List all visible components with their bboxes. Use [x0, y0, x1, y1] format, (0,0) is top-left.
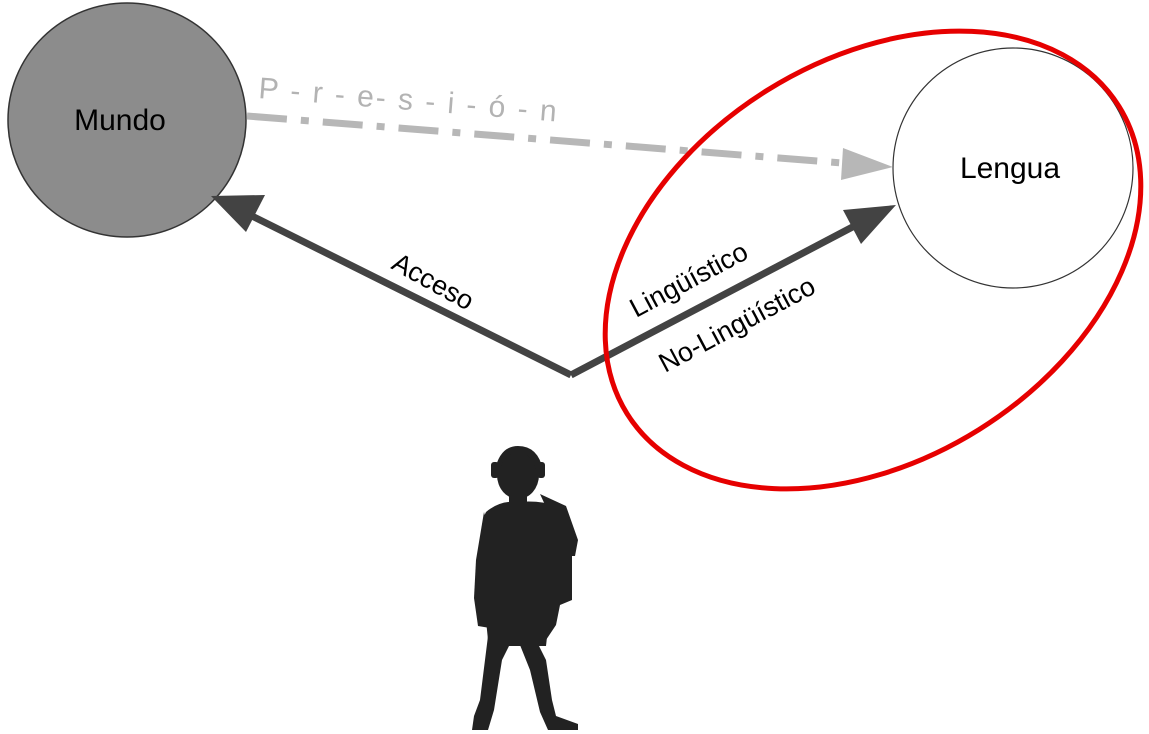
lengua-label: Lengua [960, 152, 1060, 185]
access-arrow-line [248, 211, 573, 379]
access-arrowhead [211, 195, 265, 232]
highlight-ellipse [602, 28, 1144, 492]
mundo-label: Mundo [74, 104, 166, 137]
mundo-node: Mundo [7, 2, 247, 238]
linguistic-arrow-line [569, 218, 864, 379]
lengua-circle [892, 47, 1134, 289]
person-silhouette-icon [472, 446, 578, 730]
pressure-arrowhead [841, 148, 893, 180]
pressure-arrow [246, 112, 843, 167]
linguistic-edge: Lingüístico No-Lingüístico [569, 205, 896, 379]
linguistic-arrowhead [843, 205, 896, 244]
mundo-circle [7, 2, 247, 238]
pressure-edge: P - r - e- s - i - ó - n [246, 72, 893, 180]
lengua-node: Lengua [892, 47, 1134, 289]
access-edge: Acceso [211, 195, 573, 379]
